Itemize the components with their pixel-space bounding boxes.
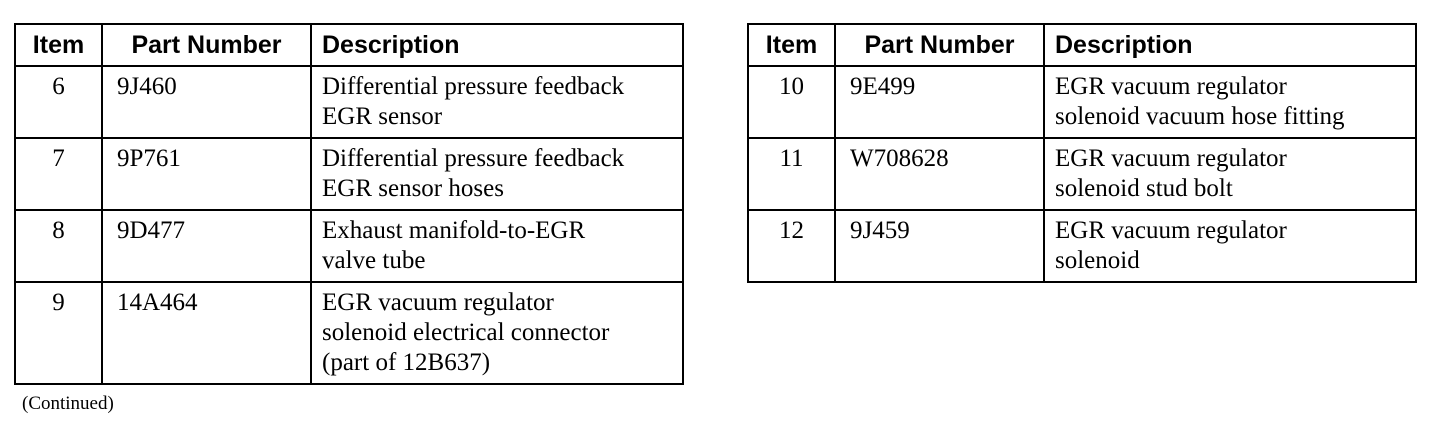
- item-cell: 12: [747, 209, 836, 283]
- description-line: solenoid vacuum hose fitting: [1055, 103, 1345, 130]
- description-line: Differential pressure feedback: [322, 73, 625, 100]
- parts-table-right: Item Part Number Description 10 9E499 EG…: [747, 23, 1417, 283]
- description-cell: Differential pressure feedback EGR senso…: [310, 65, 684, 139]
- table-row: 10 9E499 EGR vacuum regulator solenoid v…: [747, 65, 1417, 139]
- continued-note: (Continued): [22, 393, 114, 414]
- description-cell: EGR vacuum regulator solenoid stud bolt: [1043, 137, 1417, 211]
- description-cell: Differential pressure feedback EGR senso…: [310, 137, 684, 211]
- table-row: 6 9J460 Differential pressure feedback E…: [14, 65, 684, 139]
- description-line: (part of 12B637): [322, 349, 491, 376]
- description-line: EGR vacuum regulator: [1055, 73, 1287, 100]
- header-item: Item: [14, 23, 103, 67]
- table-row: 11 W708628 EGR vacuum regulator solenoid…: [747, 137, 1417, 211]
- description-line: EGR vacuum regulator: [1055, 145, 1287, 172]
- table-row: 7 9P761 Differential pressure feedback E…: [14, 137, 684, 211]
- header-part-number: Part Number: [101, 23, 312, 67]
- description-cell: Exhaust manifold-to-EGR valve tube: [310, 209, 684, 283]
- part-number-cell: 9D477: [101, 209, 312, 283]
- part-number-cell: 9J459: [834, 209, 1045, 283]
- header-item: Item: [747, 23, 836, 67]
- item-cell: 9: [14, 281, 103, 385]
- part-number-cell: 9P761: [101, 137, 312, 211]
- description-line: EGR sensor hoses: [322, 175, 504, 202]
- table-row: 8 9D477 Exhaust manifold-to-EGR valve tu…: [14, 209, 684, 283]
- header-description: Description: [310, 23, 684, 67]
- part-number-cell: 9J460: [101, 65, 312, 139]
- description-line: valve tube: [322, 247, 426, 274]
- header-part-number: Part Number: [834, 23, 1045, 67]
- item-cell: 6: [14, 65, 103, 139]
- description-line: Differential pressure feedback: [322, 145, 625, 172]
- description-line: EGR vacuum regulator: [322, 289, 554, 316]
- table-header-row: Item Part Number Description: [747, 23, 1417, 67]
- parts-table-left: Item Part Number Description 6 9J460 Dif…: [14, 23, 684, 385]
- description-line: solenoid stud bolt: [1055, 175, 1233, 202]
- table-header-row: Item Part Number Description: [14, 23, 684, 67]
- item-cell: 7: [14, 137, 103, 211]
- item-cell: 8: [14, 209, 103, 283]
- part-number-cell: 14A464: [101, 281, 312, 385]
- table-row: 9 14A464 EGR vacuum regulator solenoid e…: [14, 281, 684, 385]
- table-row: 12 9J459 EGR vacuum regulator solenoid: [747, 209, 1417, 283]
- item-cell: 11: [747, 137, 836, 211]
- description-line: EGR vacuum regulator: [1055, 217, 1287, 244]
- part-number-cell: 9E499: [834, 65, 1045, 139]
- header-description: Description: [1043, 23, 1417, 67]
- description-cell: EGR vacuum regulator solenoid vacuum hos…: [1043, 65, 1417, 139]
- description-line: solenoid: [1055, 247, 1140, 274]
- part-number-cell: W708628: [834, 137, 1045, 211]
- description-line: EGR sensor: [322, 103, 443, 130]
- item-cell: 10: [747, 65, 836, 139]
- description-cell: EGR vacuum regulator solenoid electrical…: [310, 281, 684, 385]
- description-line: solenoid electrical connector: [322, 319, 610, 346]
- description-cell: EGR vacuum regulator solenoid: [1043, 209, 1417, 283]
- description-line: Exhaust manifold-to-EGR: [322, 217, 586, 244]
